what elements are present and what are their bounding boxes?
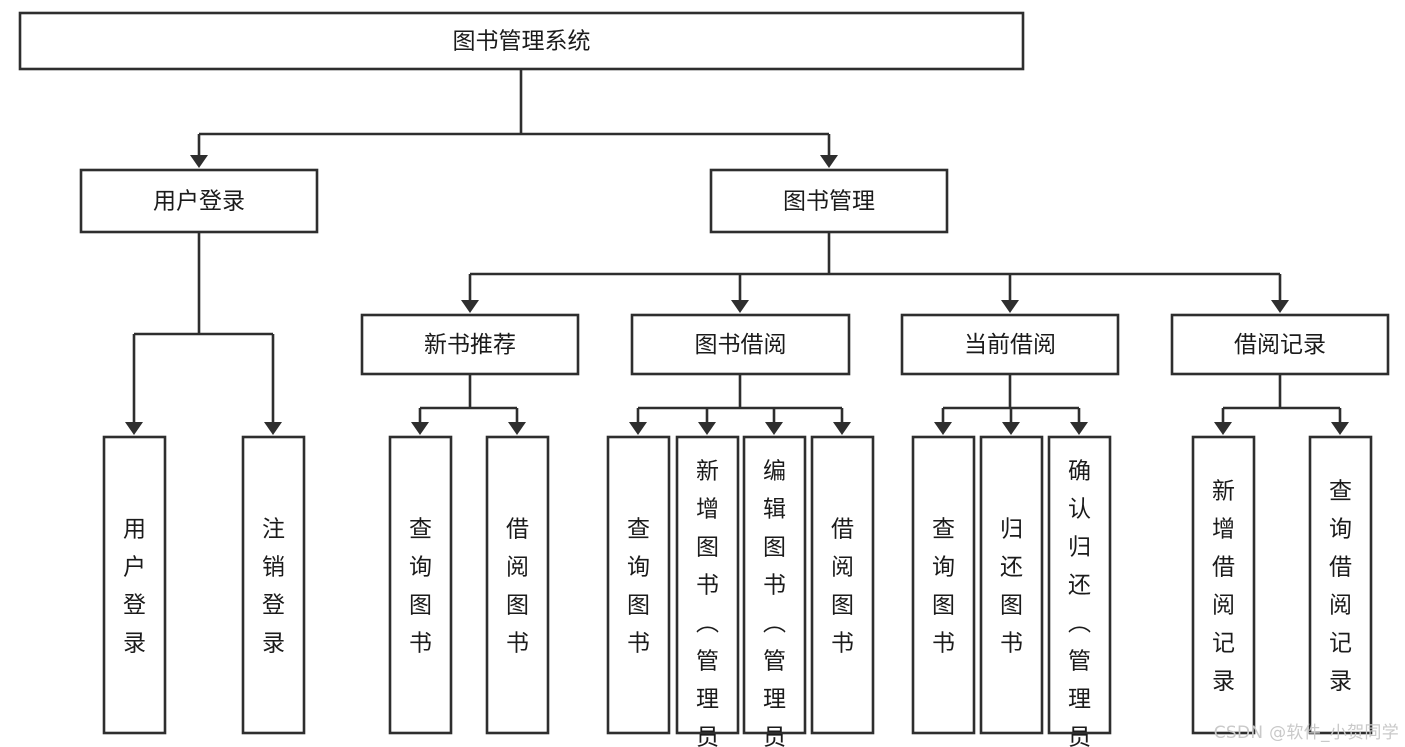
node-label: 新增图书︵管理员︶ <box>696 458 719 747</box>
arrow-head-icon <box>1070 422 1088 435</box>
arrow-head-icon <box>833 422 851 435</box>
node-box[interactable] <box>911 435 976 735</box>
leaf-node-leaf-query-record[interactable]: 查询借阅记录 <box>1308 435 1373 735</box>
node-box[interactable] <box>388 435 453 735</box>
arrow-head-icon <box>1001 300 1019 313</box>
arrow-head-icon <box>698 422 716 435</box>
leaf-node-leaf-edit-book[interactable]: 编辑图书︵管理员︶ <box>742 435 807 747</box>
leaf-node-leaf-add-record[interactable]: 新增借阅记录 <box>1191 435 1256 735</box>
arrow-head-icon <box>190 155 208 168</box>
node-box[interactable] <box>1047 435 1112 735</box>
node-boxes: 图书管理系统用户登录图书管理新书推荐图书借阅当前借阅借阅记录用户登录注销登录查询… <box>18 11 1390 747</box>
node-box[interactable] <box>18 11 1025 71</box>
node-label: 注销登录 <box>262 516 285 656</box>
node-label: 查询图书 <box>627 516 650 656</box>
node-box[interactable] <box>1170 313 1390 376</box>
node-box[interactable] <box>1191 435 1256 735</box>
node-box[interactable] <box>979 435 1044 735</box>
node-label: 图书管理系统 <box>453 29 591 55</box>
node-label: 图书借阅 <box>695 332 787 358</box>
level3-node-borrow-record[interactable]: 借阅记录 <box>1170 313 1390 376</box>
level2-node-book-manage[interactable]: 图书管理 <box>709 168 949 234</box>
node-label: 归还图书 <box>1000 516 1023 656</box>
arrow-head-icon <box>1271 300 1289 313</box>
node-box[interactable] <box>1308 435 1373 735</box>
arrow-head-icon <box>1331 422 1349 435</box>
level3-node-new-book-rec[interactable]: 新书推荐 <box>360 313 580 376</box>
arrow-head-icon <box>461 300 479 313</box>
leaf-node-leaf-return-book[interactable]: 归还图书 <box>979 435 1044 735</box>
root-node-root[interactable]: 图书管理系统 <box>18 11 1025 71</box>
arrow-head-icon <box>1214 422 1232 435</box>
leaf-node-leaf-confirm-return[interactable]: 确认归还︵管理员︶ <box>1047 435 1112 747</box>
node-box[interactable] <box>742 435 807 735</box>
arrow-head-icon <box>125 422 143 435</box>
node-label: 用户登录 <box>123 516 146 656</box>
arrow-head-icon <box>934 422 952 435</box>
node-label: 借阅图书 <box>506 516 529 656</box>
leaf-node-leaf-query-book-rec[interactable]: 查询图书 <box>388 435 453 735</box>
leaf-node-leaf-query-book[interactable]: 查询图书 <box>606 435 671 735</box>
node-box[interactable] <box>709 168 949 234</box>
node-box[interactable] <box>630 313 851 376</box>
leaf-node-leaf-user-logout[interactable]: 注销登录 <box>241 435 306 735</box>
arrow-head-icon <box>629 422 647 435</box>
node-box[interactable] <box>79 168 319 234</box>
arrow-head-icon <box>264 422 282 435</box>
node-label: 用户登录 <box>153 189 245 215</box>
node-box[interactable] <box>485 435 550 735</box>
leaf-node-leaf-borrow-book-rec[interactable]: 借阅图书 <box>485 435 550 735</box>
node-box[interactable] <box>241 435 306 735</box>
arrow-head-icon <box>820 155 838 168</box>
level3-node-book-borrow[interactable]: 图书借阅 <box>630 313 851 376</box>
node-label: 借阅图书 <box>831 516 854 656</box>
arrow-head-icon <box>508 422 526 435</box>
node-label: 新书推荐 <box>424 332 516 358</box>
node-box[interactable] <box>900 313 1120 376</box>
leaf-node-leaf-user-login[interactable]: 用户登录 <box>102 435 167 735</box>
node-label: 确认归还︵管理员︶ <box>1068 458 1091 747</box>
level3-node-current-borrow[interactable]: 当前借阅 <box>900 313 1120 376</box>
connector-edges <box>125 69 1349 435</box>
node-box[interactable] <box>606 435 671 735</box>
node-box[interactable] <box>360 313 580 376</box>
leaf-node-leaf-add-book[interactable]: 新增图书︵管理员︶ <box>675 435 740 747</box>
level2-node-user-login[interactable]: 用户登录 <box>79 168 319 234</box>
node-label: 借阅记录 <box>1234 332 1326 358</box>
node-label: 查询图书 <box>932 516 955 656</box>
node-box[interactable] <box>675 435 740 735</box>
arrow-head-icon <box>731 300 749 313</box>
node-box[interactable] <box>810 435 875 735</box>
node-label: 查询图书 <box>409 516 432 656</box>
node-label: 当前借阅 <box>964 332 1056 358</box>
arrow-head-icon <box>765 422 783 435</box>
leaf-node-leaf-borrow-book[interactable]: 借阅图书 <box>810 435 875 735</box>
leaf-node-leaf-query-book-cur[interactable]: 查询图书 <box>911 435 976 735</box>
node-box[interactable] <box>102 435 167 735</box>
node-label: 图书管理 <box>783 189 875 215</box>
watermark-text: CSDN @软件_小贺同学 <box>1213 723 1399 743</box>
node-label: 新增借阅记录 <box>1212 478 1235 694</box>
arrow-head-icon <box>1002 422 1020 435</box>
node-label: 编辑图书︵管理员︶ <box>763 458 786 747</box>
arrow-head-icon <box>411 422 429 435</box>
node-label: 查询借阅记录 <box>1329 478 1352 694</box>
